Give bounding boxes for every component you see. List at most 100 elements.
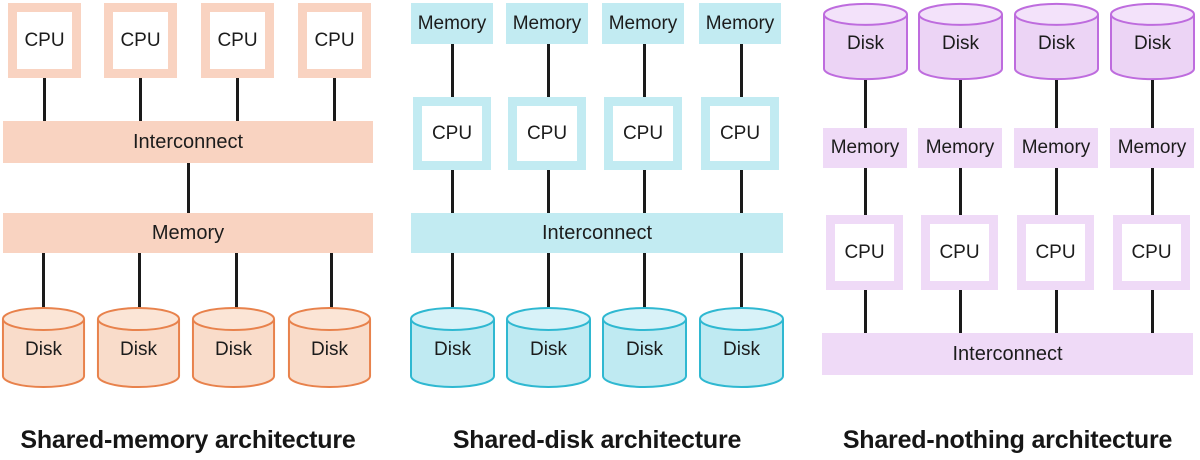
connector-line	[864, 168, 867, 215]
connector-line	[1151, 290, 1154, 333]
disk-cylinder-shape	[191, 306, 276, 390]
disk-cylinder-shape	[409, 306, 496, 390]
connector-line	[1151, 80, 1154, 128]
memory-box: Memory	[1110, 128, 1194, 168]
cpu-box: CPU	[413, 97, 491, 170]
memory-label: Memory	[417, 12, 487, 34]
disk-label: Disk	[530, 339, 567, 361]
cpu-box: CPU	[508, 97, 586, 170]
disk-label: Disk	[1134, 33, 1171, 55]
cpu-label: CPU	[217, 29, 258, 51]
memory-label: Memory	[925, 137, 995, 158]
disk-cylinder-shape	[505, 306, 592, 390]
connector-line	[740, 170, 743, 213]
disk-cylinder: Disk	[1013, 2, 1100, 82]
cpu-label: CPU	[1035, 241, 1076, 263]
connector-line	[547, 253, 550, 309]
interconnect-label: Interconnect	[132, 130, 244, 153]
disk-cylinder-shape	[1, 306, 86, 390]
panel-caption: Shared-disk architecture	[452, 426, 742, 454]
connector-line	[333, 78, 336, 121]
disk-label: Disk	[215, 339, 252, 361]
cpu-label: CPU	[1131, 241, 1172, 263]
memory-label: Memory	[512, 12, 582, 34]
cpu-box: CPU	[298, 3, 371, 78]
cpu-label: CPU	[939, 241, 980, 263]
connector-line	[959, 168, 962, 215]
memory-box: Memory	[699, 3, 781, 44]
connector-line	[1055, 80, 1058, 128]
interconnect-bar: Interconnect	[411, 213, 783, 253]
cpu-box: CPU	[921, 215, 998, 290]
memory-box: Memory	[918, 128, 1002, 168]
cpu-label: CPU	[314, 29, 355, 51]
connector-line	[643, 253, 646, 309]
interconnect-bar: Interconnect	[3, 121, 373, 163]
disk-label: Disk	[434, 339, 471, 361]
connector-line	[1055, 290, 1058, 333]
disk-cylinder: Disk	[96, 306, 181, 390]
connector-line	[139, 78, 142, 121]
memory-box: Memory	[411, 3, 493, 44]
cpu-label: CPU	[24, 29, 65, 51]
disk-label: Disk	[1038, 33, 1075, 55]
disk-cylinder-shape	[1109, 2, 1196, 82]
disk-cylinder-shape	[917, 2, 1004, 82]
disk-cylinder: Disk	[1, 306, 86, 390]
disk-label: Disk	[626, 339, 663, 361]
disk-cylinder-shape	[601, 306, 688, 390]
connector-line	[43, 78, 46, 121]
memory-box: Memory	[602, 3, 684, 44]
cpu-label: CPU	[431, 122, 473, 144]
memory-bar: Memory	[3, 213, 373, 253]
disk-cylinder: Disk	[1109, 2, 1196, 82]
memory-label: Memory	[830, 137, 900, 158]
connector-line	[547, 170, 550, 213]
connector-line	[187, 163, 190, 213]
disk-cylinder: Disk	[191, 306, 276, 390]
connector-line	[643, 170, 646, 213]
memory-box: Memory	[1014, 128, 1098, 168]
disk-label: Disk	[942, 33, 979, 55]
cpu-label: CPU	[120, 29, 161, 51]
connector-line	[42, 253, 45, 309]
disk-cylinder: Disk	[917, 2, 1004, 82]
disk-cylinder: Disk	[601, 306, 688, 390]
disk-label: Disk	[25, 339, 62, 361]
cpu-box: CPU	[8, 3, 81, 78]
cpu-box: CPU	[1113, 215, 1190, 290]
connector-line	[1151, 168, 1154, 215]
connector-line	[236, 78, 239, 121]
memory-label: Memory	[1021, 137, 1091, 158]
cpu-label: CPU	[622, 122, 664, 144]
connector-line	[959, 290, 962, 333]
disk-cylinder: Disk	[505, 306, 592, 390]
connector-line	[451, 44, 454, 97]
disk-cylinder-shape	[96, 306, 181, 390]
connector-line	[235, 253, 238, 309]
connector-line	[547, 44, 550, 97]
cpu-label: CPU	[719, 122, 761, 144]
disk-label: Disk	[847, 33, 884, 55]
memory-label: Memory	[151, 221, 225, 244]
disk-cylinder: Disk	[409, 306, 496, 390]
panel-caption: Shared-nothing architecture	[842, 426, 1173, 454]
interconnect-label: Interconnect	[952, 342, 1063, 365]
memory-label: Memory	[608, 12, 678, 34]
memory-box: Memory	[823, 128, 907, 168]
connector-line	[740, 253, 743, 309]
cpu-box: CPU	[826, 215, 903, 290]
interconnect-bar: Interconnect	[822, 333, 1193, 375]
connector-line	[138, 253, 141, 309]
connector-line	[1055, 168, 1058, 215]
connector-line	[451, 170, 454, 213]
cpu-box: CPU	[604, 97, 682, 170]
memory-box: Memory	[506, 3, 588, 44]
memory-label: Memory	[1117, 137, 1187, 158]
disk-label: Disk	[120, 339, 157, 361]
disk-cylinder-shape	[698, 306, 785, 390]
